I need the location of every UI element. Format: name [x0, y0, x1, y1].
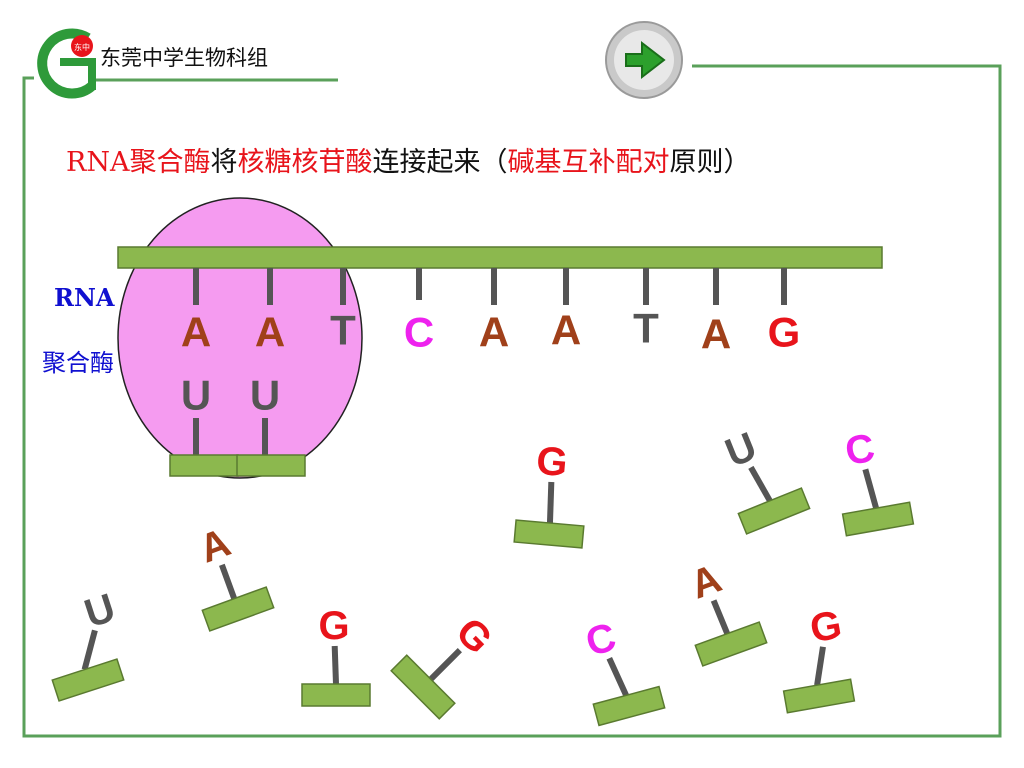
- template-base-letter: A: [255, 309, 285, 356]
- free-base-letter: A: [194, 520, 236, 571]
- paired-sugar-phosphate: [236, 454, 306, 477]
- template-base-letter: A: [701, 311, 731, 358]
- headline-part: 原则）: [669, 147, 751, 178]
- headline-part: 碱基互补配对: [507, 147, 670, 178]
- free-sugar-phosphate: [782, 678, 856, 714]
- free-nucleotide-stub: [748, 465, 773, 503]
- free-nucleotide-stub: [546, 481, 555, 524]
- free-sugar-phosphate: [694, 621, 768, 667]
- free-sugar-phosphate: [513, 519, 585, 549]
- paired-base-letter: U: [181, 372, 211, 419]
- free-nucleotide: G: [390, 609, 501, 720]
- next-slide-button[interactable]: [605, 21, 683, 99]
- enzyme-label-name: 聚合酶: [42, 349, 114, 377]
- free-base-letter: U: [79, 586, 120, 637]
- free-base-letter: G: [318, 604, 349, 648]
- enzyme-label-rna: RNA: [54, 283, 115, 312]
- free-nucleotide: G: [782, 603, 856, 714]
- free-nucleotide-stub: [606, 656, 629, 697]
- free-sugar-phosphate: [592, 685, 666, 727]
- logo-mark-text: 东中: [74, 42, 90, 52]
- free-base-letter: G: [807, 603, 845, 652]
- free-nucleotide-stub: [862, 468, 879, 509]
- free-nucleotide: A: [685, 556, 768, 667]
- free-nucleotide: C: [841, 426, 915, 537]
- free-nucleotide-stub: [331, 645, 339, 685]
- paired-sugar-phosphate: [169, 454, 239, 477]
- template-base-letter: T: [633, 305, 659, 352]
- free-base-letter: C: [842, 426, 878, 474]
- free-nucleotide: U: [51, 586, 125, 702]
- free-sugar-phosphate: [201, 586, 275, 632]
- free-base-letter: U: [719, 424, 762, 476]
- dna-template-strand: [117, 246, 883, 269]
- rna-polymerase-enzyme: [117, 197, 363, 479]
- template-base-letter: A: [181, 309, 211, 356]
- free-base-letter: G: [535, 439, 570, 486]
- free-nucleotide: G: [301, 604, 371, 707]
- template-base-letter: T: [330, 307, 356, 354]
- free-base-letter: C: [581, 615, 620, 665]
- free-sugar-phosphate: [51, 658, 125, 702]
- free-base-letter: A: [685, 556, 727, 607]
- headline: RNA聚合酶将核糖核苷酸连接起来（碱基互补配对原则）: [66, 140, 750, 179]
- header-title: 东莞中学生物科组: [100, 46, 268, 70]
- free-sugar-phosphate: [737, 487, 811, 535]
- g-leaf-logo-icon: [37, 28, 96, 99]
- free-nucleotide-stub: [710, 599, 731, 635]
- template-base-letter: A: [551, 307, 581, 354]
- free-sugar-phosphate: [301, 683, 371, 707]
- free-sugar-phosphate: [390, 654, 456, 720]
- free-nucleotide: C: [581, 615, 666, 727]
- free-nucleotide: G: [513, 439, 585, 549]
- template-base-letter: A: [479, 309, 509, 356]
- free-nucleotide-stub: [81, 629, 98, 671]
- arrow-right-icon: [625, 40, 666, 80]
- template-base-letter: C: [404, 309, 434, 356]
- headline-part: 核糖核苷酸: [237, 147, 373, 178]
- headline-part: RNA聚合酶: [66, 147, 211, 178]
- free-nucleotide-stub: [814, 646, 826, 686]
- headline-part: 连接起来（: [372, 147, 508, 178]
- free-nucleotide-stub: [219, 563, 238, 600]
- free-nucleotide: U: [719, 424, 811, 535]
- free-nucleotide-stub: [428, 648, 462, 682]
- slide-frame: [22, 64, 1002, 738]
- headline-part: 将: [210, 147, 238, 178]
- paired-base-letter: U: [250, 372, 280, 419]
- free-nucleotide: A: [194, 520, 275, 632]
- template-base-letter: G: [768, 309, 801, 356]
- free-sugar-phosphate: [841, 501, 915, 537]
